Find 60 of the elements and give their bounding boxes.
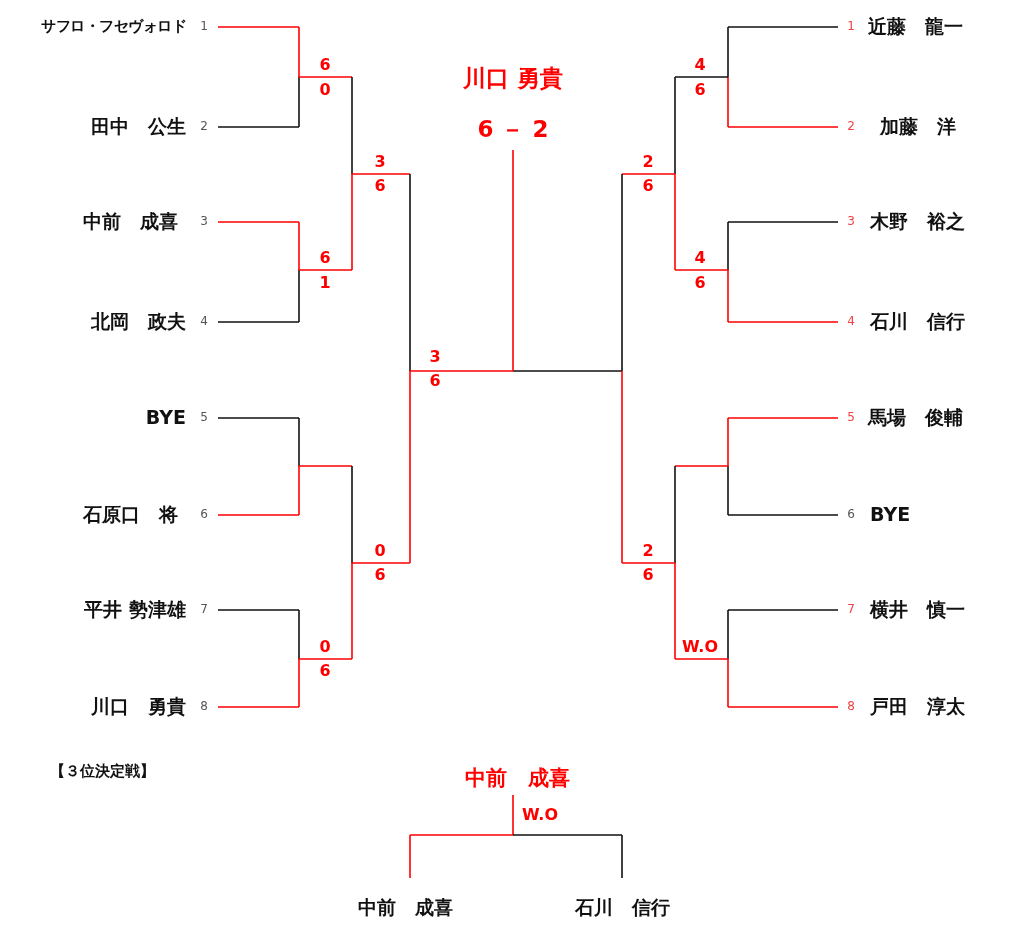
score-label: 0 xyxy=(374,541,386,561)
score-label: 3 xyxy=(374,152,386,172)
score-label: 0 xyxy=(319,637,331,657)
score-label: 6 xyxy=(374,565,386,585)
final-score: 6 － 2 xyxy=(477,115,549,143)
score-label: 3 xyxy=(429,347,441,367)
score-label: W.O xyxy=(522,805,558,825)
score-label: 6 xyxy=(642,565,654,585)
score-label: 0 xyxy=(319,80,331,100)
seed-number: 7 xyxy=(847,603,855,617)
player-name: サフロ・フセヴォロド xyxy=(41,18,186,36)
player-name: 木野 裕之 xyxy=(870,211,965,233)
seed-number: 1 xyxy=(200,20,208,34)
player-name: 石原口 将 xyxy=(83,504,178,526)
seed-number: 3 xyxy=(847,215,855,229)
score-label: 2 xyxy=(642,152,654,172)
score-label: 6 xyxy=(694,80,706,100)
player-name: 平井 勢津雄 xyxy=(84,599,186,621)
player-name: 加藤 洋 xyxy=(880,116,956,138)
seed-number: 3 xyxy=(200,215,208,229)
score-label: 6 xyxy=(429,371,441,391)
seed-number: 4 xyxy=(847,315,855,329)
player-name: 石川 信行 xyxy=(574,897,670,919)
seed-number: 6 xyxy=(200,508,208,522)
player-name: BYE xyxy=(870,504,911,526)
champion-name: 川口 勇貴 xyxy=(463,64,563,92)
score-label: 4 xyxy=(694,248,706,268)
score-label: 6 xyxy=(319,55,331,75)
seed-number: 5 xyxy=(847,411,855,425)
score-label: 6 xyxy=(694,273,706,293)
seed-number: 2 xyxy=(847,120,855,134)
score-label: 6 xyxy=(374,176,386,196)
seed-number: 7 xyxy=(200,603,208,617)
player-name: 戸田 淳太 xyxy=(870,696,965,718)
seed-number: 8 xyxy=(200,700,208,714)
player-name: 中前 成喜 xyxy=(357,897,453,919)
player-name: 北岡 政夫 xyxy=(91,311,186,333)
score-label: 6 xyxy=(319,661,331,681)
player-name: 石川 信行 xyxy=(870,311,965,333)
section-heading: 【３位決定戦】 xyxy=(50,763,155,781)
score-label: W.O xyxy=(682,637,718,657)
player-name: BYE xyxy=(145,407,186,429)
score-label: 6 xyxy=(319,248,331,268)
player-name: 横井 慎一 xyxy=(870,599,965,621)
score-label: 4 xyxy=(694,55,706,75)
score-label: 1 xyxy=(319,273,331,293)
seed-number: 2 xyxy=(200,120,208,134)
score-label: 6 xyxy=(642,176,654,196)
player-name: 田中 公生 xyxy=(91,116,186,138)
player-name: 中前 成喜 xyxy=(83,211,178,233)
seed-number: 5 xyxy=(200,411,208,425)
seed-number: 6 xyxy=(847,508,855,522)
seed-number: 4 xyxy=(200,315,208,329)
player-name: 近藤 龍一 xyxy=(868,16,963,38)
player-name: 馬場 俊輔 xyxy=(868,407,963,429)
score-label: 2 xyxy=(642,541,654,561)
winner-name: 中前 成喜 xyxy=(464,765,570,791)
player-name: 川口 勇貴 xyxy=(91,696,186,718)
seed-number: 1 xyxy=(847,20,855,34)
seed-number: 8 xyxy=(847,700,855,714)
